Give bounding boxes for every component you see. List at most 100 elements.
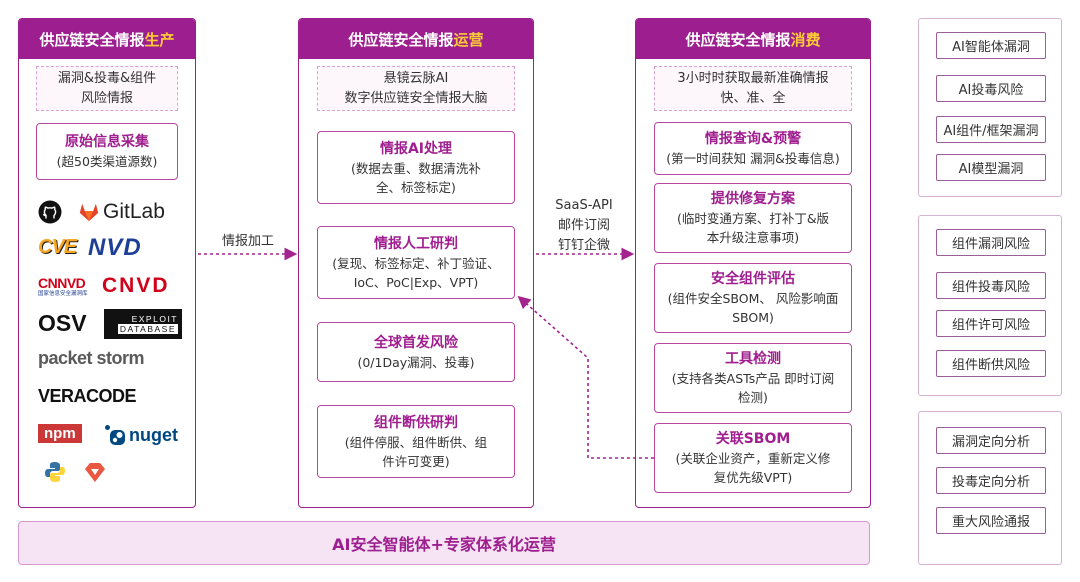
veracode-logo: VERACODE — [38, 386, 137, 407]
python-logo — [44, 461, 66, 483]
nvd-logo: NVD — [88, 234, 142, 262]
ai-processing-desc-line1: (数据去重、数据清洗补 — [351, 160, 481, 176]
exploit-db-line2: DATABASE — [117, 324, 178, 334]
manual-analysis-title: 情报人工研判 — [374, 235, 458, 252]
consumption-column-title: 供应链安全情报消费 — [636, 19, 870, 59]
operation-intro-line2: 数字供应链安全情报大脑 — [344, 90, 488, 106]
packet-storm-logo: packet storm — [38, 348, 145, 369]
production-title-highlight: 生产 — [144, 30, 175, 49]
flow-label-delivery: SaaS-API 邮件订阅 钉钉企微 — [544, 196, 624, 256]
consumption-intro-box: 3小时时获取最新准确情报 快、准、全 — [654, 66, 852, 111]
ai-processing-desc-line2: 全、标签标定) — [376, 179, 456, 195]
manual-analysis-card: 情报人工研判 (复现、标签标定、补丁验证、 IoC、PoC|Exp、VPT) — [317, 226, 515, 299]
production-intro-line1: 漏洞&投毒&组件 — [57, 70, 157, 86]
exploit-db-logo: EXPLOIT DATABASE — [104, 309, 182, 339]
intel-query-card: 情报查询&预警 (第一时间获知 漏洞&投毒信息) — [654, 122, 852, 175]
fix-plan-desc-line2: 本升级注意事项) — [706, 230, 800, 245]
arrow-sbom-feedback — [517, 295, 654, 459]
component-vuln-risk-item: 组件漏洞风险 — [936, 229, 1046, 256]
nuget-logo: nuget — [104, 424, 178, 446]
operation-column-title: 供应链安全情报运营 — [299, 19, 533, 59]
nvd-wordmark: NVD — [88, 234, 142, 261]
tool-detection-desc-line1: (支持各类ASTs产品 即时订阅 — [671, 371, 835, 386]
intel-query-desc: (第一时间获知 漏洞&投毒信息) — [666, 151, 840, 166]
osv-logo: OSV — [38, 310, 87, 337]
component-supply-desc-line2: 件许可变更) — [382, 453, 450, 469]
component-supply-risk-item: 组件断供风险 — [936, 350, 1046, 377]
cnnvd-logo: CNNVD 国家信息安全漏洞库 — [38, 276, 88, 298]
major-risk-notice-item: 重大风险通报 — [936, 507, 1046, 534]
component-supply-card: 组件断供研判 (组件停服、组件断供、组 件许可变更) — [317, 405, 515, 478]
flow-label-processing: 情报加工 — [221, 234, 274, 249]
production-intro-line2: 风险情报 — [80, 90, 133, 106]
related-sbom-desc-line1: (关联企业资产，重新定义修 — [675, 451, 831, 466]
ai-framework-vuln-item: AI组件/框架漏洞 — [936, 116, 1046, 143]
delivery-channel-email: 邮件订阅 — [557, 218, 610, 233]
consumption-intro-line2: 快、准、全 — [720, 90, 786, 106]
production-column-title: 供应链安全情报生产 — [19, 19, 195, 59]
raw-info-collection-card: 原始信息采集 (超50类渠道源数) — [36, 123, 178, 180]
gem-logo — [84, 461, 106, 483]
component-eval-desc-line2: SBOM) — [732, 310, 774, 325]
operation-intro-box: 悬镜云脉AI 数字供应链安全情报大脑 — [317, 66, 515, 111]
cve-logo: CVE — [38, 236, 77, 259]
global-first-risk-card: 全球首发风险 (0/1Day漏洞、投毒) — [317, 322, 515, 382]
packet-storm-wordmark: packet storm — [38, 348, 145, 368]
global-first-risk-title: 全球首发风险 — [374, 334, 458, 351]
cve-wordmark: CVE — [38, 236, 77, 258]
targeted-analysis-group: 漏洞定向分析 投毒定向分析 重大风险通报 — [918, 411, 1062, 565]
tool-detection-title: 工具检测 — [725, 351, 781, 367]
consumption-title-highlight: 消费 — [790, 30, 821, 49]
component-license-risk-item: 组件许可风险 — [936, 310, 1046, 337]
operation-intro-line1: 悬镜云脉AI — [383, 70, 449, 86]
fix-plan-title: 提供修复方案 — [711, 191, 795, 207]
gitlab-wordmark: GitLab — [103, 200, 165, 223]
operation-title-main: 供应链安全情报 — [348, 30, 454, 49]
manual-analysis-desc-line1: (复现、标签标定、补丁验证、 — [332, 255, 500, 271]
gitlab-logo: GitLab — [78, 200, 165, 224]
component-supply-title: 组件断供研判 — [374, 414, 458, 431]
manual-analysis-desc-line2: IoC、PoC|Exp、VPT) — [353, 274, 479, 290]
veracode-wordmark: VERACODE — [38, 386, 137, 406]
nuget-wordmark: nuget — [129, 424, 178, 445]
delivery-channel-api: SaaS-API — [555, 198, 613, 213]
fix-plan-desc-line1: (临时变通方案、打补丁&版 — [676, 211, 830, 226]
tool-detection-card: 工具检测 (支持各类ASTs产品 即时订阅 检测) — [654, 343, 852, 413]
intel-query-title: 情报查询&预警 — [704, 131, 802, 147]
gem-icon — [85, 463, 105, 482]
component-supply-desc-line1: (组件停服、组件断供、组 — [344, 434, 488, 450]
gitlab-icon — [79, 203, 99, 222]
cnnvd-subtitle: 国家信息安全漏洞库 — [38, 291, 88, 297]
global-first-risk-desc: (0/1Day漏洞、投毒) — [357, 354, 475, 370]
cnvd-logo: CNVD — [102, 274, 170, 298]
delivery-channel-im: 钉钉企微 — [557, 238, 610, 253]
bottom-banner: AI安全智能体+专家体系化运营 — [18, 521, 870, 565]
component-risk-group: 组件漏洞风险 组件投毒风险 组件许可风险 组件断供风险 — [918, 215, 1062, 396]
component-eval-title: 安全组件评估 — [711, 271, 795, 287]
component-eval-desc-line1: (组件安全SBOM、 风险影响面 — [667, 291, 839, 306]
ai-model-vuln-item: AI模型漏洞 — [936, 154, 1046, 181]
ai-processing-title: 情报AI处理 — [379, 140, 453, 157]
poison-analysis-item: 投毒定向分析 — [936, 467, 1046, 494]
operation-title-highlight: 运营 — [453, 30, 484, 49]
ai-processing-card: 情报AI处理 (数据去重、数据清洗补 全、标签标定) — [317, 131, 515, 204]
raw-info-collection-title: 原始信息采集 — [65, 134, 149, 150]
component-eval-card: 安全组件评估 (组件安全SBOM、 风险影响面 SBOM) — [654, 263, 852, 333]
github-logo — [38, 200, 62, 224]
npm-logo: npm — [38, 424, 82, 443]
related-sbom-desc-line2: 复优先级VPT) — [713, 470, 793, 485]
related-sbom-card: 关联SBOM (关联企业资产，重新定义修 复优先级VPT) — [654, 423, 852, 493]
npm-wordmark: npm — [38, 424, 82, 443]
related-sbom-title: 关联SBOM — [715, 431, 791, 447]
ai-poison-risk-item: AI投毒风险 — [936, 75, 1046, 102]
production-intro-box: 漏洞&投毒&组件 风险情报 — [36, 66, 178, 111]
fix-plan-card: 提供修复方案 (临时变通方案、打补丁&版 本升级注意事项) — [654, 183, 852, 253]
nuget-icon — [105, 425, 125, 445]
production-title-main: 供应链安全情报 — [39, 30, 145, 49]
consumption-title-main: 供应链安全情报 — [685, 30, 791, 49]
ai-agent-vuln-item: AI智能体漏洞 — [936, 32, 1046, 59]
cnvd-wordmark: CNVD — [102, 274, 170, 297]
raw-info-collection-desc: (超50类渠道源数) — [56, 154, 158, 169]
tool-detection-desc-line2: 检测) — [738, 390, 768, 405]
